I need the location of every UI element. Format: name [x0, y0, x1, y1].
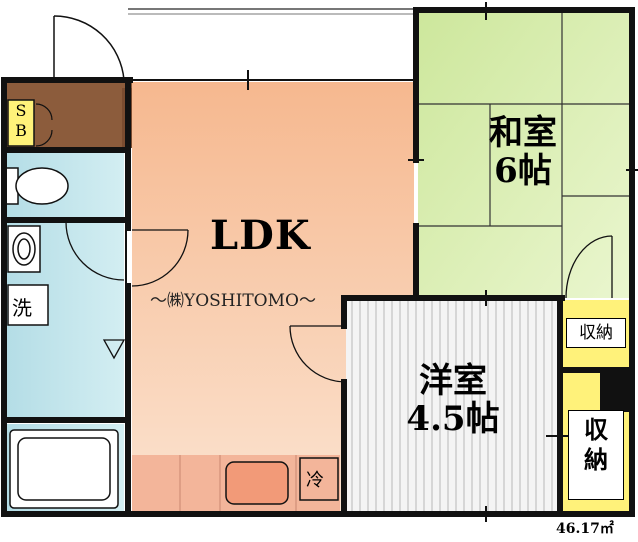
- washitsu-floor: [418, 12, 630, 298]
- storage-small-label: 収納: [566, 318, 626, 348]
- washitsu-label: 和室 6帖: [468, 114, 578, 190]
- washbasin: [7, 225, 41, 273]
- washitsu-name: 和室: [489, 113, 557, 153]
- watermark: ～㈱YOSHITOMO～: [150, 291, 316, 311]
- fridge-box: [299, 457, 339, 501]
- shoebox-door: [35, 103, 53, 147]
- total-area: 46.17㎡: [556, 521, 614, 537]
- ldk-door: [131, 229, 189, 287]
- storage-large-bottom: 納: [584, 446, 608, 474]
- washer-box: [7, 284, 49, 326]
- shoebox-s: S: [15, 101, 27, 120]
- pipe-shaft: [600, 372, 630, 412]
- youshitsu-floor: [346, 300, 558, 512]
- youshitsu-name: 洋室: [419, 361, 487, 401]
- youshitsu-label: 洋室 4.5帖: [388, 362, 518, 438]
- storage-large-top: 収: [584, 416, 608, 444]
- tick-marks: [247, 2, 638, 522]
- washitsu-door: [565, 235, 613, 299]
- tatami-lines: [418, 12, 630, 298]
- youshitsu-door: [289, 325, 347, 383]
- washitsu-size: 6帖: [494, 151, 552, 191]
- walls: [1, 7, 635, 517]
- shoebox-b: B: [15, 121, 27, 140]
- entrance-door: [53, 15, 125, 81]
- youshitsu-size: 4.5帖: [406, 399, 500, 439]
- washer-label: 洗: [12, 296, 32, 320]
- storage-large-label: 収 納: [568, 410, 624, 500]
- kitchen-counter-lines: [179, 455, 297, 512]
- fridge-label: 冷: [306, 470, 324, 491]
- kitchen-sink: [225, 461, 289, 505]
- balcony-rail: [128, 8, 415, 15]
- youshitsu-floor-stripes: [351, 300, 553, 512]
- ldk-label: LDK: [210, 212, 311, 259]
- bathtub: [9, 429, 119, 509]
- toilet-fixture: [5, 167, 69, 205]
- shoebox: [7, 99, 35, 147]
- washroom-door-marker: [102, 339, 126, 360]
- shoebox-label: S B: [9, 101, 33, 141]
